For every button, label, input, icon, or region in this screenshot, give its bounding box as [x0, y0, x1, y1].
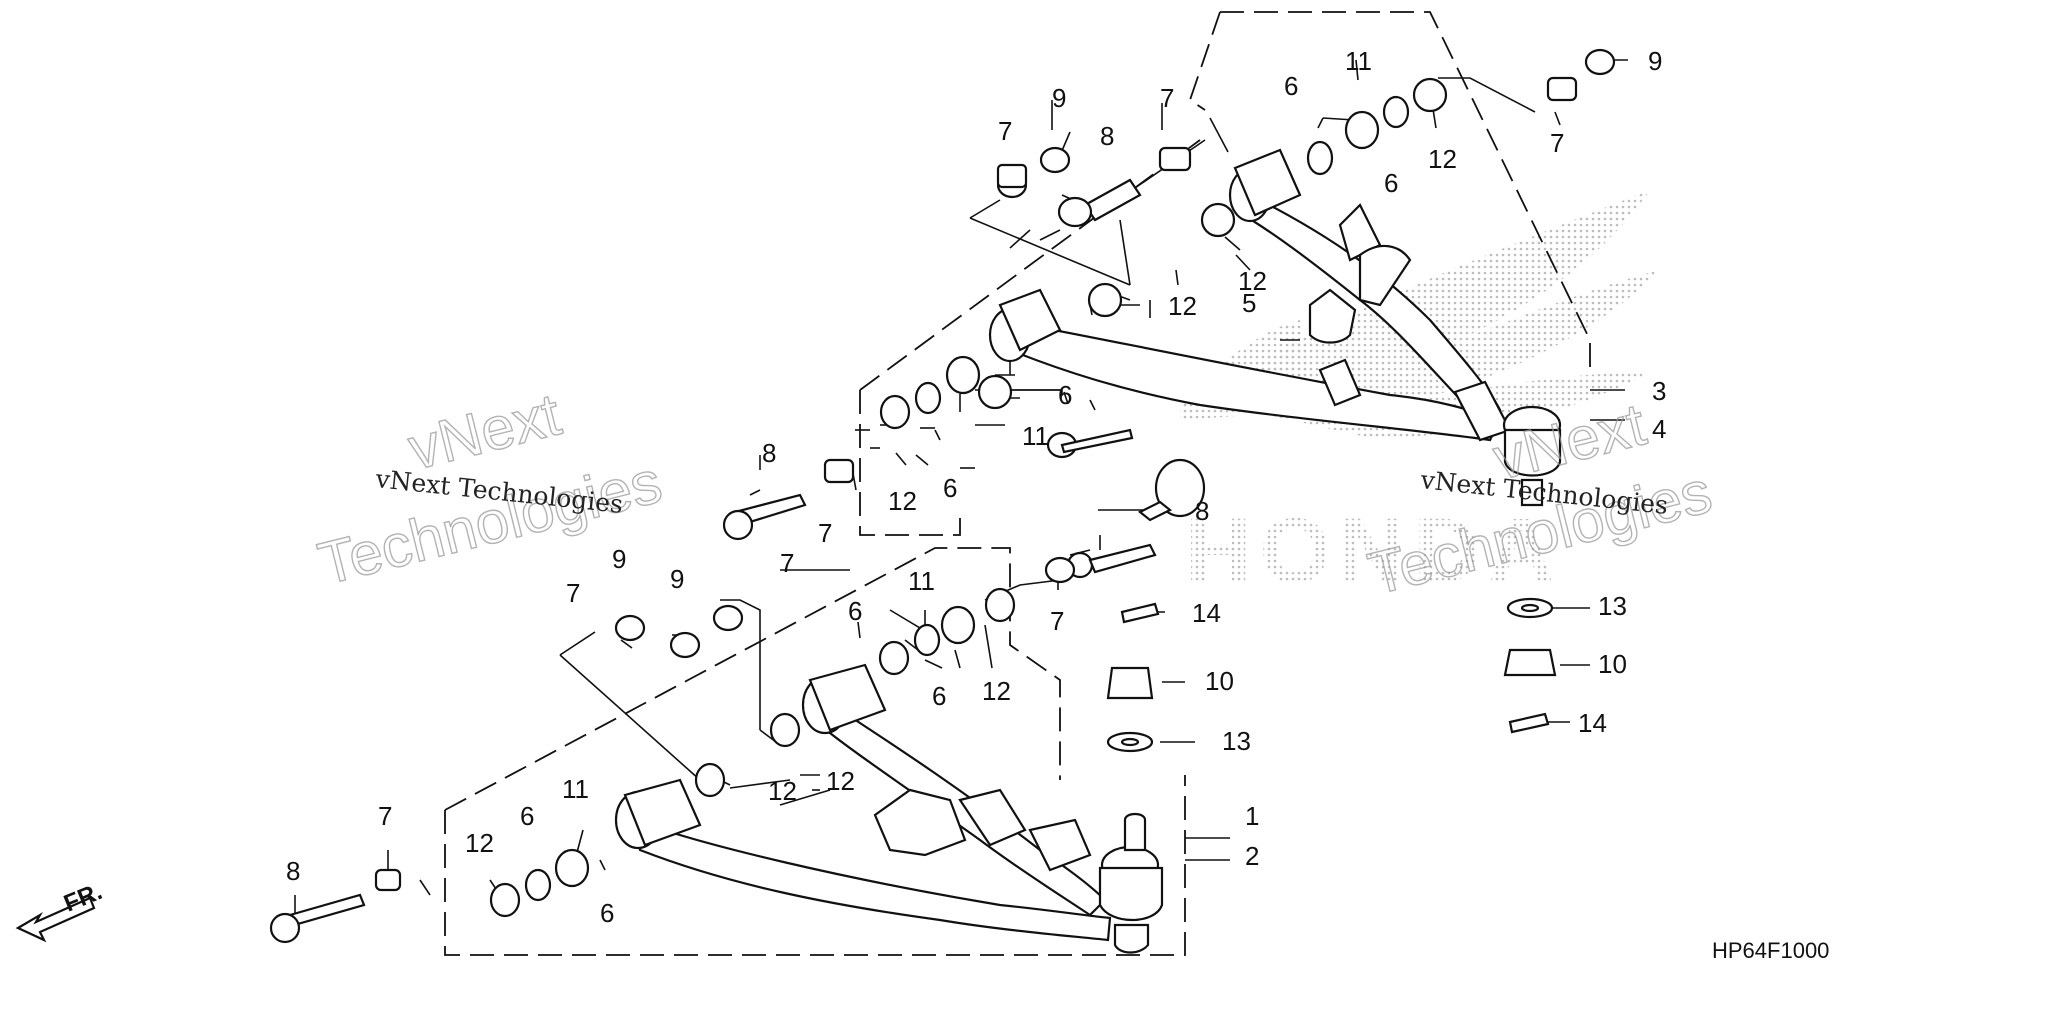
- callout-12: 12: [888, 486, 917, 516]
- callout-9: 9: [612, 544, 626, 574]
- front-direction-arrow: FR.: [15, 878, 106, 943]
- callout-12: 12: [982, 676, 1011, 706]
- callout-7: 7: [1550, 128, 1564, 158]
- callout-12: 12: [1238, 266, 1267, 296]
- callout-8: 8: [286, 856, 300, 886]
- callout-5: 5: [1242, 288, 1256, 318]
- callout-11: 11: [908, 566, 935, 596]
- lower-arm-assembly: [614, 663, 1164, 954]
- callout-11: 11: [562, 774, 589, 804]
- callout-6: 6: [848, 596, 862, 626]
- callout-6: 6: [1284, 71, 1298, 101]
- callout-12: 12: [1168, 291, 1197, 321]
- callout-6: 6: [943, 473, 957, 503]
- callout-12: 12: [826, 766, 855, 796]
- watermark-brand-left: vNext: [402, 380, 567, 482]
- callout-7: 7: [818, 518, 832, 548]
- callout-12: 12: [768, 776, 797, 806]
- callout-7: 7: [378, 801, 392, 831]
- callout-8: 8: [1100, 121, 1114, 151]
- callout-12: 12: [1428, 144, 1457, 174]
- callout-7: 7: [1160, 83, 1174, 113]
- callout-12: 12: [465, 828, 494, 858]
- callout-11: 11: [1345, 46, 1372, 76]
- watermark-word-left: Technologies: [312, 448, 668, 598]
- hardware-parts: [269, 48, 1616, 944]
- callout-2: 2: [1245, 841, 1259, 871]
- callout-6: 6: [520, 801, 534, 831]
- callout-7: 7: [780, 548, 794, 578]
- callout-labels: 1 2 3 4 5 6 6 6 6 6 6 6 6 7 7 7 7 7 7 7 …: [286, 46, 1666, 928]
- diagram-code: HP64F1000: [1712, 938, 1829, 963]
- callout-8: 8: [1195, 496, 1209, 526]
- callout-10: 10: [1205, 666, 1234, 696]
- callout-13: 13: [1222, 726, 1251, 756]
- callout-11: 11: [1022, 421, 1049, 451]
- callout-14: 14: [1578, 708, 1607, 738]
- callout-6: 6: [932, 681, 946, 711]
- callout-10: 10: [1598, 649, 1627, 679]
- callout-1: 1: [1245, 801, 1259, 831]
- callout-4: 4: [1652, 414, 1666, 444]
- front-indicator-label: FR.: [60, 878, 106, 918]
- honda-logo-text: HONDA: [1185, 500, 1562, 602]
- callout-7: 7: [998, 116, 1012, 146]
- callout-14: 14: [1192, 598, 1221, 628]
- callout-8: 8: [762, 438, 776, 468]
- callout-9: 9: [1648, 46, 1662, 76]
- callout-9: 9: [1052, 83, 1066, 113]
- callout-7: 7: [1050, 606, 1064, 636]
- callout-7: 7: [566, 578, 580, 608]
- callout-9: 9: [670, 564, 684, 594]
- callout-3: 3: [1652, 376, 1666, 406]
- upper-arm-assembly: [988, 148, 1562, 507]
- callout-13: 13: [1598, 591, 1627, 621]
- callout-6: 6: [600, 898, 614, 928]
- callout-6: 6: [1384, 168, 1398, 198]
- callout-6: 6: [1058, 380, 1072, 410]
- assembly-outlines: [444, 11, 1591, 956]
